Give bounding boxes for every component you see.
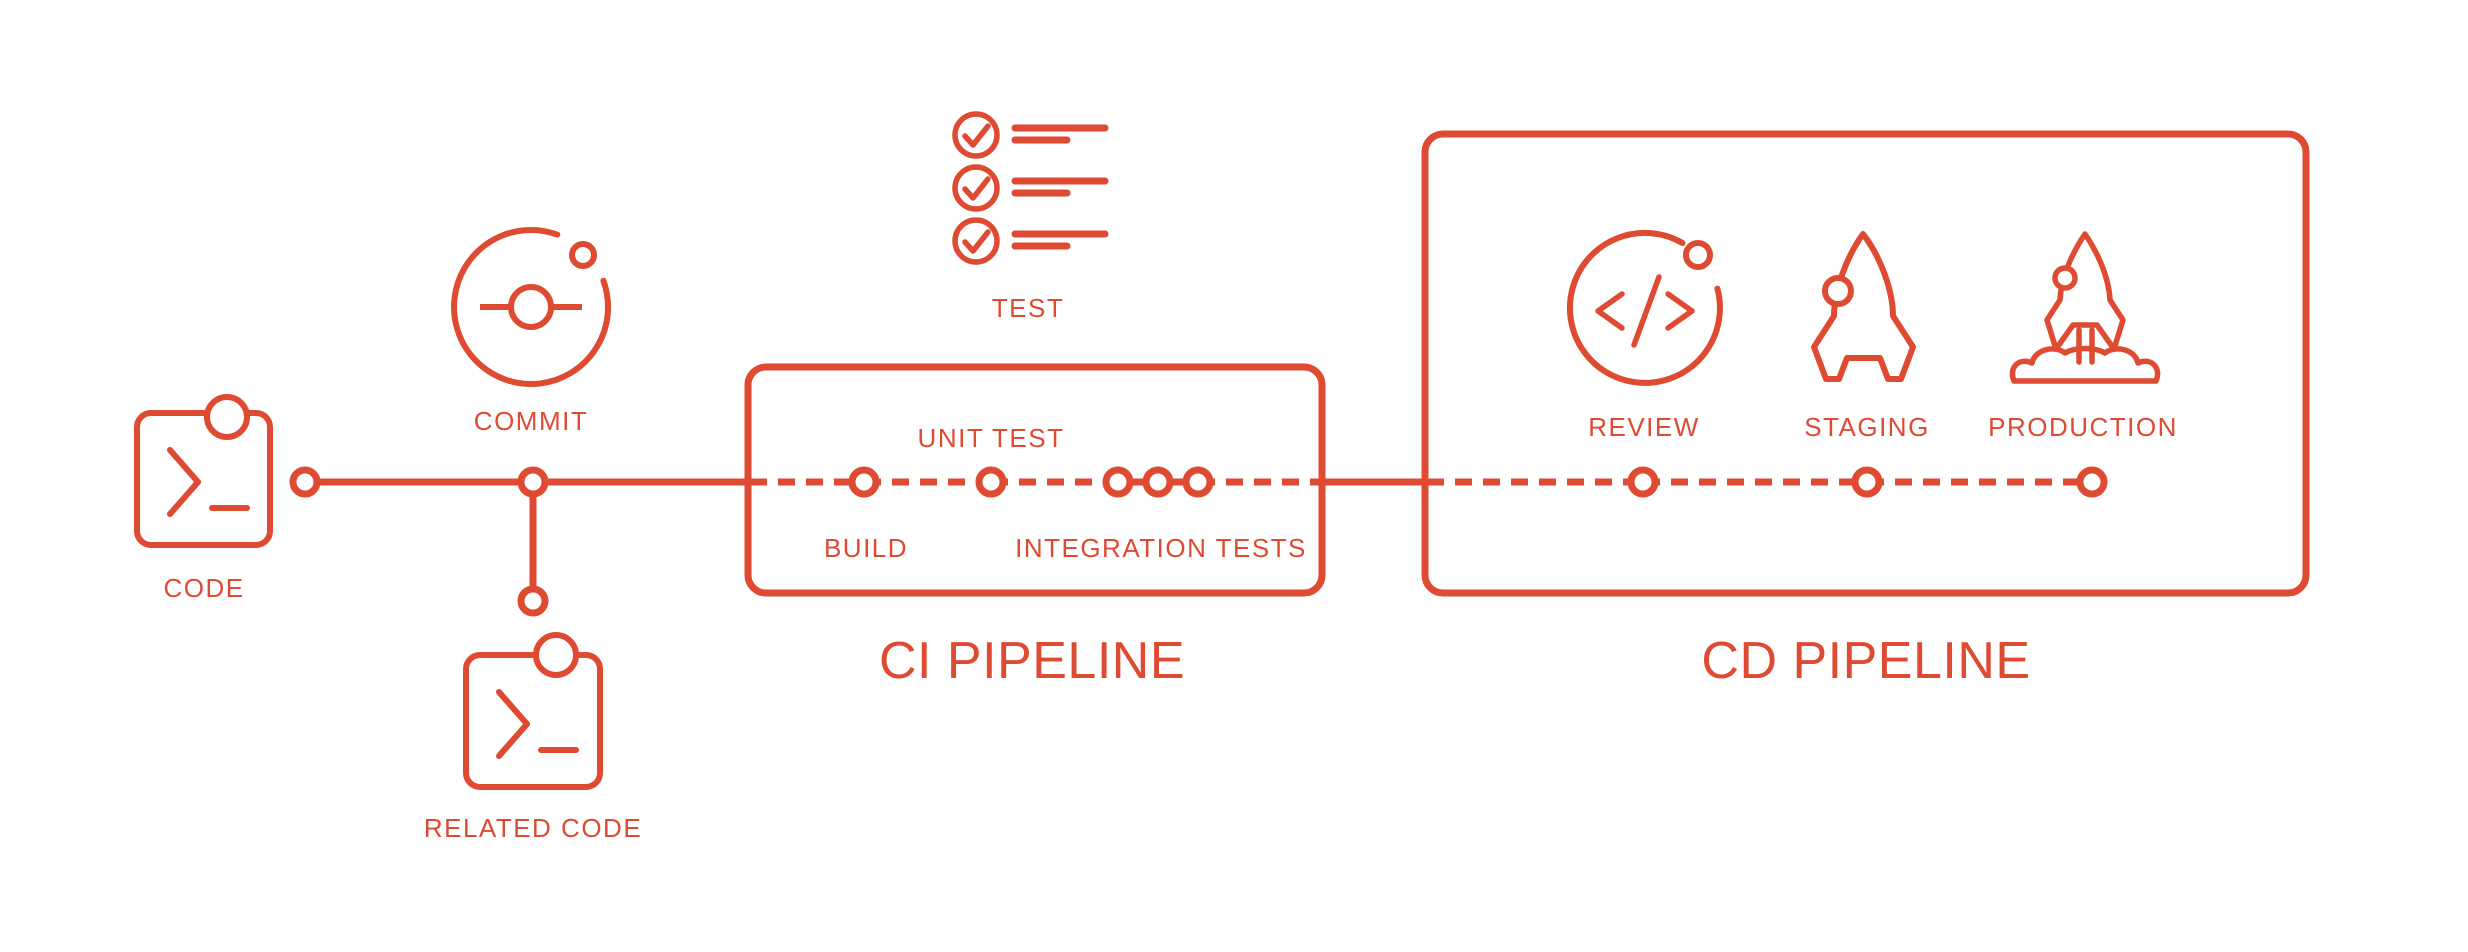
node-production xyxy=(2076,466,2108,498)
node-staging xyxy=(1851,466,1883,498)
rocket-icon xyxy=(1811,231,1916,382)
rocket-body xyxy=(2044,231,2126,352)
code-review-icon xyxy=(1566,229,1723,386)
code-slash xyxy=(1631,274,1662,348)
pipeline-timeline xyxy=(289,466,2108,617)
check-mark xyxy=(962,229,991,254)
checklist-icon xyxy=(952,111,1109,265)
terminal-pin-circle xyxy=(533,632,579,678)
code-bracket-left xyxy=(1595,291,1625,331)
node-integration-1 xyxy=(1102,466,1134,498)
commit-label: COMMIT xyxy=(473,406,589,436)
test-label: TEST xyxy=(991,293,1065,323)
rocket-window xyxy=(1822,275,1854,307)
node-integration-3 xyxy=(1182,466,1214,498)
node-review xyxy=(1627,466,1659,498)
terminal-pin-circle xyxy=(204,394,250,440)
node-related-code xyxy=(517,585,549,617)
check-mark xyxy=(962,176,991,201)
terminal-frame xyxy=(463,652,603,790)
node-unit-test xyxy=(975,466,1007,498)
build-label: BUILD xyxy=(823,533,909,563)
terminal-frame xyxy=(134,410,273,548)
code-label: CODE xyxy=(163,573,245,603)
node-commit-junction xyxy=(517,466,549,498)
commit-center-circle xyxy=(508,284,554,330)
rocket-window xyxy=(2052,265,2078,291)
rocket-launch-icon xyxy=(2009,231,2161,384)
check-mark xyxy=(962,123,991,148)
check-circle xyxy=(952,164,1000,212)
cd-pipeline-title: CD PIPELINE xyxy=(1701,632,2031,690)
review-label: REVIEW xyxy=(1588,412,1700,442)
rocket-body xyxy=(1811,231,1916,382)
node-integration-2 xyxy=(1142,466,1174,498)
check-circle xyxy=(952,111,1000,159)
related-code-label: RELATED CODE xyxy=(423,813,643,843)
terminal-code-icon-related xyxy=(463,632,603,790)
ci-pipeline-box xyxy=(744,363,1326,597)
production-label: PRODUCTION xyxy=(1988,412,2178,442)
prompt-chevron xyxy=(496,689,530,759)
launch-cloud xyxy=(2009,345,2161,384)
integration-tests-label: INTEGRATION TESTS xyxy=(1015,533,1307,563)
commit-orbit-arc xyxy=(451,227,611,387)
node-start xyxy=(289,466,321,498)
commit-satellite-circle xyxy=(569,241,597,269)
unit-test-label: UNIT TEST xyxy=(917,423,1065,453)
check-circle xyxy=(952,217,1000,265)
node-build xyxy=(848,466,880,498)
review-satellite-circle xyxy=(1683,240,1713,270)
prompt-chevron xyxy=(167,447,201,517)
cd-pipeline-box xyxy=(1421,130,2310,597)
terminal-code-icon xyxy=(134,394,273,548)
review-orbit-arc xyxy=(1566,229,1723,386)
ci-pipeline-title: CI PIPELINE xyxy=(878,632,1186,690)
code-bracket-right xyxy=(1665,291,1695,331)
staging-label: STAGING xyxy=(1804,412,1930,442)
git-commit-orbit-icon xyxy=(451,227,611,387)
